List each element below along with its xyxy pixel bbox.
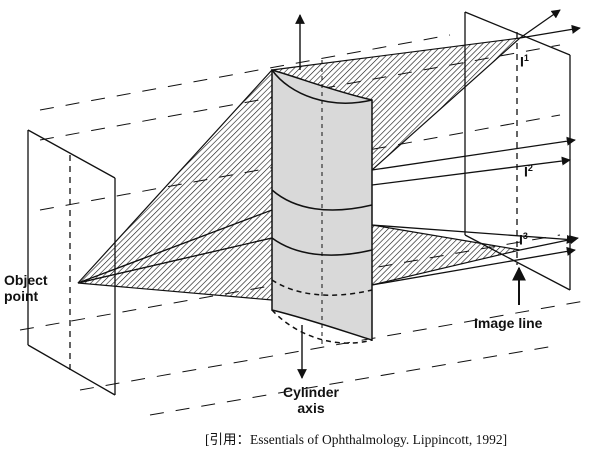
cylinder-axis-label: Cylinder axis	[282, 384, 339, 416]
image-1-label: I1	[520, 53, 529, 70]
object-point-label: Object point	[4, 272, 48, 304]
emergent-rays	[371, 9, 581, 286]
image-3-label: I3	[519, 231, 528, 248]
image-plane	[464, 11, 571, 291]
dash-line	[79, 299, 591, 391]
dash-line	[19, 234, 561, 331]
citation: [引用：Essentials of Ophthalmology. Lippinc…	[205, 432, 508, 447]
cylinder-axis-arrows	[295, 14, 307, 379]
cylinder-lens	[271, 60, 373, 345]
dash-line	[149, 344, 561, 416]
dash-line	[39, 34, 451, 111]
image-line-label: Image line	[474, 315, 543, 331]
image-2-label: I2	[524, 163, 533, 180]
